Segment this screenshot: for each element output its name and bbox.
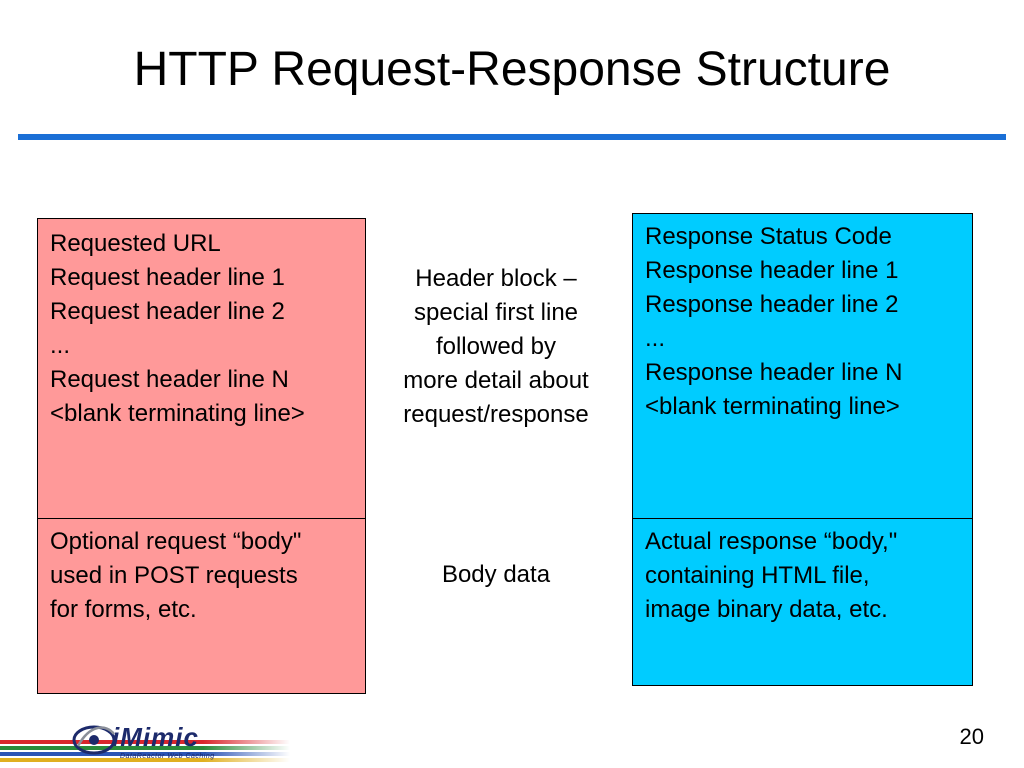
request-line: Requested URL (50, 230, 221, 257)
header-desc-line: followed by (435, 333, 557, 360)
request-body-block: Optional request “body" used in POST req… (37, 518, 366, 694)
response-header-line-2: Response header line 2 (645, 291, 899, 318)
response-status-line: Response Status Code (645, 223, 892, 250)
title-underline (18, 134, 1006, 140)
response-header-block: Response Status Code Response header lin… (632, 213, 973, 520)
response-body-text-3: image binary data, etc. (645, 596, 888, 623)
imimic-logo-tagline: DataReactor Web Caching (120, 753, 215, 760)
request-body-text-2: used in POST requests (50, 562, 298, 589)
request-blank-line: <blank terminating line> (50, 400, 305, 427)
header-desc-line: request/response (403, 401, 589, 428)
header-block-description: Header block – special first line follow… (376, 262, 616, 432)
imimic-logo-text: iMimic (112, 722, 199, 752)
header-desc-line: Header block – (415, 265, 577, 292)
request-header-line-1: Request header line 1 (50, 264, 285, 291)
response-body-text-2: containing HTML file, (645, 562, 870, 589)
request-header-line-2: Request header line 2 (50, 298, 285, 325)
response-header-ellipsis: ... (645, 325, 666, 352)
header-desc-line: special first line (413, 299, 579, 326)
request-body-text-3: for forms, etc. (50, 596, 197, 623)
imimic-swirl-icon (72, 725, 116, 755)
response-body-text-1: Actual response “body," (645, 528, 898, 555)
request-header-block: Requested URL Request header line 1 Requ… (37, 218, 366, 520)
response-body-block: Actual response “body," containing HTML … (632, 518, 973, 686)
body-data-label: Body data (441, 561, 551, 588)
request-header-line-n: Request header line N (50, 366, 289, 393)
slide-title: HTTP Request-Response Structure (133, 43, 891, 96)
response-header-line-n: Response header line N (645, 359, 903, 386)
request-header-ellipsis: ... (50, 332, 71, 359)
footer-stripes (0, 738, 290, 768)
response-blank-line: <blank terminating line> (645, 393, 900, 420)
header-desc-line: more detail about (403, 367, 589, 394)
request-body-text-1: Optional request “body" (50, 528, 302, 555)
page-number: 20 (959, 724, 984, 749)
response-header-line-1: Response header line 1 (645, 257, 899, 284)
